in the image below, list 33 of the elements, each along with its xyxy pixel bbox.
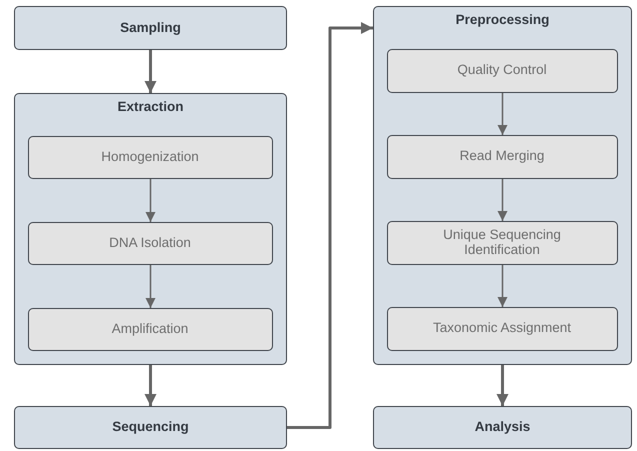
arrow xyxy=(496,365,508,406)
process-box xyxy=(28,136,272,178)
arrow xyxy=(498,179,508,221)
stage-box xyxy=(373,406,632,449)
arrow xyxy=(146,265,156,308)
stage-title: Analysis xyxy=(474,420,530,435)
stage-title: Sequencing xyxy=(112,420,189,435)
step-label: Read Merging xyxy=(460,149,544,164)
arrow xyxy=(144,365,156,406)
process-box xyxy=(386,48,618,92)
arrow xyxy=(287,22,373,429)
process-box xyxy=(28,222,272,264)
arrow xyxy=(146,179,156,222)
process-box xyxy=(386,220,618,264)
arrow xyxy=(498,93,508,135)
process-box xyxy=(386,306,618,350)
arrow xyxy=(144,50,156,93)
stage-container xyxy=(373,6,632,365)
stage-title: Extraction xyxy=(117,100,184,114)
stage-title: Sampling xyxy=(120,20,181,36)
process-box xyxy=(28,308,272,350)
step-label: Unique Sequencing Identification xyxy=(442,228,562,257)
step-label: Quality Control xyxy=(457,63,547,78)
step-label: DNA Isolation xyxy=(109,236,191,250)
stage-title: Preprocessing xyxy=(456,13,550,28)
step-label: Amplification xyxy=(112,322,188,336)
arrow xyxy=(498,265,508,307)
stage-container xyxy=(14,93,287,365)
step-label: Homogenization xyxy=(101,150,199,164)
stage-box xyxy=(14,406,287,449)
step-label: Taxonomic Assignment xyxy=(432,321,572,336)
process-box xyxy=(386,134,618,178)
stage-box xyxy=(14,6,287,50)
